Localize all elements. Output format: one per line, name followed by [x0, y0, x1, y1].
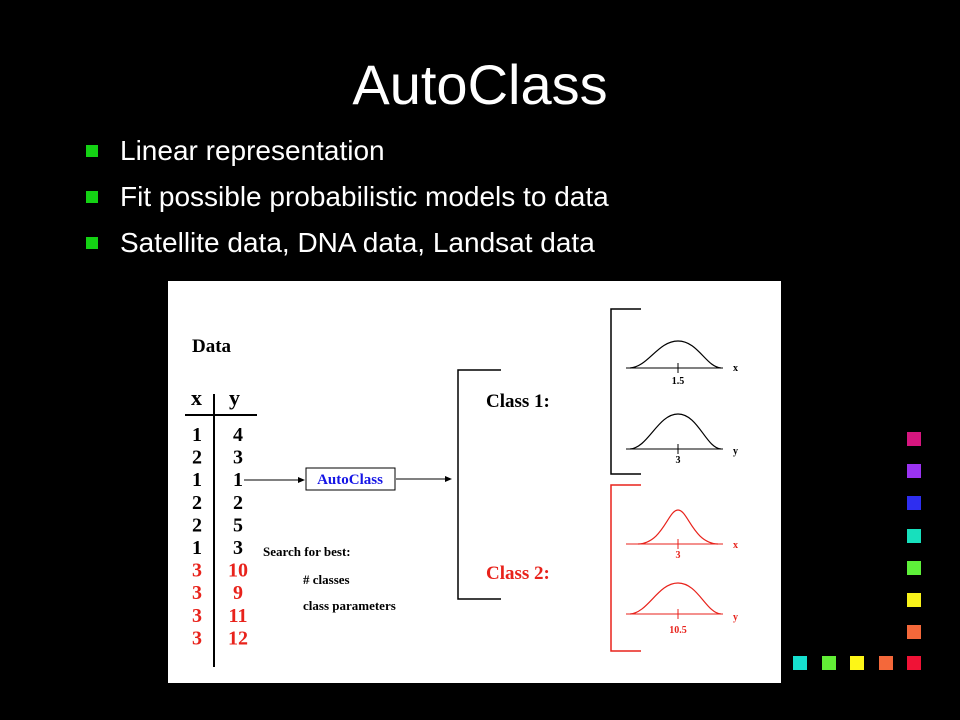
decorative-square	[907, 560, 921, 575]
cell-y-value: 3	[233, 447, 243, 469]
decorative-square	[821, 656, 836, 670]
class-1-x-axis-label: x	[733, 363, 738, 374]
class-1-y-axis-label: y	[733, 446, 738, 457]
decorative-square	[850, 656, 865, 670]
decorative-square	[878, 656, 893, 670]
decorative-square	[907, 625, 921, 640]
cell-y-value: 2	[233, 492, 243, 514]
output-arrowhead	[445, 476, 452, 482]
cell-x-value: 2	[192, 447, 202, 469]
column-y-header: y	[229, 385, 240, 410]
class-2-x-curve	[637, 509, 719, 545]
decorative-square	[907, 432, 921, 446]
cell-x-value: 2	[192, 492, 202, 514]
cell-y-value: 4	[233, 424, 243, 446]
search-item-parameters: class parameters	[303, 598, 396, 613]
bullet-list: Linear representation Fit possible proba…	[86, 128, 609, 266]
decorative-square	[907, 656, 922, 670]
slide-title: AutoClass	[352, 53, 608, 116]
column-x-header: x	[191, 385, 202, 410]
data-heading: Data	[192, 336, 232, 357]
class-1-y-curve	[629, 413, 722, 450]
decorative-square	[907, 528, 921, 543]
cell-y-value: 11	[229, 605, 248, 627]
class-2-bracket	[610, 484, 641, 652]
cell-x-value: 3	[192, 605, 202, 627]
class-1-bracket	[610, 308, 641, 475]
class-1-label: Class 1:	[486, 391, 550, 412]
bullet-item: Satellite data, DNA data, Landsat data	[86, 220, 609, 266]
cell-x-value: 3	[192, 560, 202, 582]
search-item-classes: # classes	[303, 572, 350, 587]
cell-x-value: 1	[192, 469, 202, 491]
cell-x-value: 1	[192, 424, 202, 446]
classes-bracket	[457, 369, 501, 600]
cell-y-value: 12	[228, 627, 248, 649]
decorative-square	[907, 593, 921, 607]
cell-y-value: 3	[233, 537, 243, 559]
cell-x-value: 3	[192, 582, 202, 604]
bullet-item: Fit possible probabilistic models to dat…	[86, 174, 609, 220]
square-bullet-icon	[86, 145, 98, 157]
decorative-square	[907, 496, 921, 511]
class-2-label: Class 2:	[486, 563, 550, 584]
input-arrowhead	[298, 477, 305, 483]
class-2-y-tick-label: 10.5	[669, 625, 687, 636]
bullet-text: Satellite data, DNA data, Landsat data	[120, 227, 595, 258]
class-1-x-tick-label: 1.5	[672, 376, 685, 387]
search-title: Search for best:	[263, 544, 351, 559]
autoclass-box	[305, 467, 396, 491]
cell-y-value: 5	[233, 514, 243, 536]
cell-y-value: 1	[233, 469, 243, 491]
cell-x-value: 1	[192, 537, 202, 559]
square-bullet-icon	[86, 237, 98, 249]
cell-x-value: 2	[192, 514, 202, 536]
class-1-y-tick-label: 3	[676, 455, 681, 466]
cell-x-value: 3	[192, 627, 202, 649]
autoclass-box-label: AutoClass	[317, 472, 383, 488]
class-1-x-curve	[629, 340, 722, 369]
class-2-y-axis-label: y	[733, 612, 738, 623]
bullet-item: Linear representation	[86, 128, 609, 174]
bullet-text: Fit possible probabilistic models to dat…	[120, 181, 609, 212]
class-2-y-curve	[629, 582, 722, 615]
class-2-x-tick-label: 3	[676, 550, 681, 561]
cell-y-value: 10	[228, 560, 248, 582]
square-bullet-icon	[86, 191, 98, 203]
decorative-square	[907, 464, 921, 479]
cell-y-value: 9	[233, 582, 243, 604]
bullet-text: Linear representation	[120, 135, 385, 166]
decorative-square	[793, 656, 807, 670]
class-2-x-axis-label: x	[733, 540, 738, 551]
